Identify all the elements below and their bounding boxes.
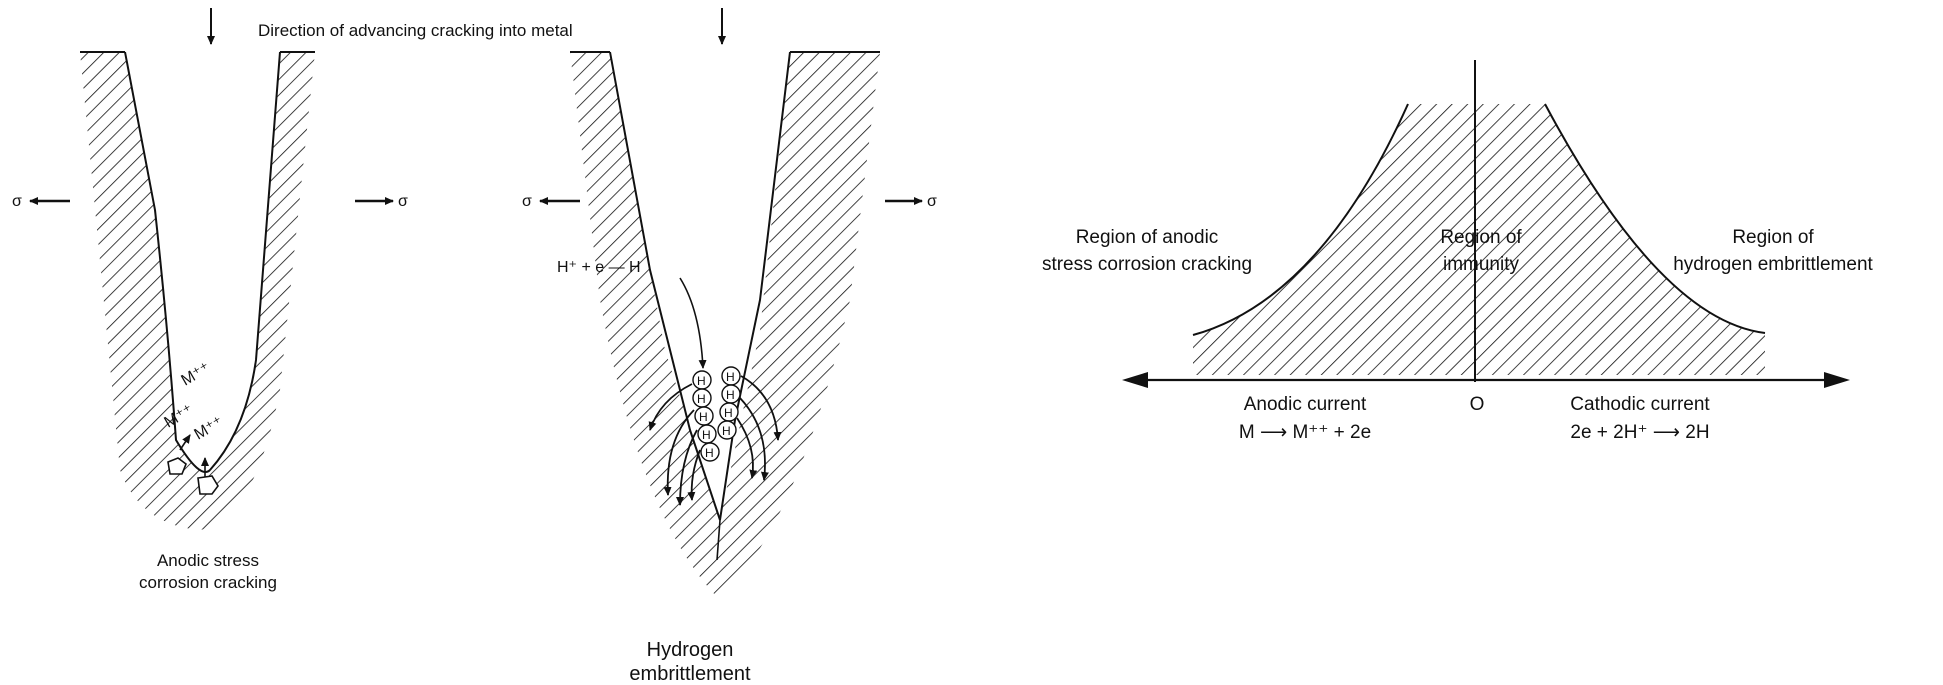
hydrogen-caption-line2: embrittlement bbox=[629, 663, 751, 685]
h-atom-label: H bbox=[697, 374, 706, 388]
origin-label: O bbox=[1470, 394, 1485, 415]
sigma-right-1: σ bbox=[398, 193, 408, 210]
immunity-region-line2: immunity bbox=[1443, 254, 1520, 275]
h-atom-label: H bbox=[724, 406, 733, 420]
h-atom-label: H bbox=[705, 446, 714, 460]
hydrogen-crack-diagram: σ σ H⁺ + e — H H H H H H H H H bbox=[522, 52, 937, 685]
anodic-caption-line2: corrosion cracking bbox=[139, 573, 277, 592]
sigma-right-2: σ bbox=[927, 193, 937, 210]
cathodic-reaction-label: 2e + 2H⁺ ⟶ 2H bbox=[1570, 422, 1709, 443]
current-regions-diagram: Region of anodic stress corrosion cracki… bbox=[1042, 60, 1874, 443]
h-atom-label: H bbox=[726, 370, 735, 384]
hydrogen-reaction-label: H⁺ + e — H bbox=[557, 259, 641, 276]
h-atom-label: H bbox=[702, 428, 711, 442]
ion-label-3: M⁺⁺ bbox=[192, 414, 227, 444]
sigma-left-2: σ bbox=[522, 193, 532, 210]
axis-arrow-right bbox=[1824, 372, 1850, 388]
h-atom-label: H bbox=[697, 392, 706, 406]
advancing-cracking-label: Direction of advancing cracking into met… bbox=[258, 21, 573, 40]
ion-label-1: M⁺⁺ bbox=[179, 360, 214, 390]
axis-arrow-left bbox=[1122, 372, 1148, 388]
h-atom-label: H bbox=[699, 410, 708, 424]
hydrogen-region-line2: hydrogen embrittlement bbox=[1673, 254, 1873, 275]
hydrogen-atoms-left: H H H H H bbox=[693, 371, 719, 461]
cathodic-current-label: Cathodic current bbox=[1570, 394, 1710, 415]
h-atom-label: H bbox=[722, 424, 731, 438]
hydrogen-caption-line1: Hydrogen bbox=[647, 639, 734, 661]
ion-arrow-1 bbox=[180, 435, 190, 450]
h-atom-label: H bbox=[726, 388, 735, 402]
sigma-left-1: σ bbox=[12, 193, 22, 210]
anodic-metal-hatched bbox=[80, 52, 315, 530]
hydrogen-metal-hatched bbox=[570, 52, 880, 600]
hydrogen-region-line1: Region of bbox=[1732, 227, 1814, 248]
anodic-current-label: Anodic current bbox=[1244, 394, 1367, 415]
anodic-reaction-label: M ⟶ M⁺⁺ + 2e bbox=[1239, 422, 1371, 443]
anodic-region-line1: Region of anodic bbox=[1076, 227, 1219, 248]
hydrogen-atoms-right: H H H H bbox=[718, 367, 740, 439]
immunity-region-line1: Region of bbox=[1440, 227, 1522, 248]
anodic-region-line2: stress corrosion cracking bbox=[1042, 254, 1252, 275]
anodic-caption-line1: Anodic stress bbox=[157, 551, 259, 570]
reaction-arrow bbox=[680, 278, 703, 368]
